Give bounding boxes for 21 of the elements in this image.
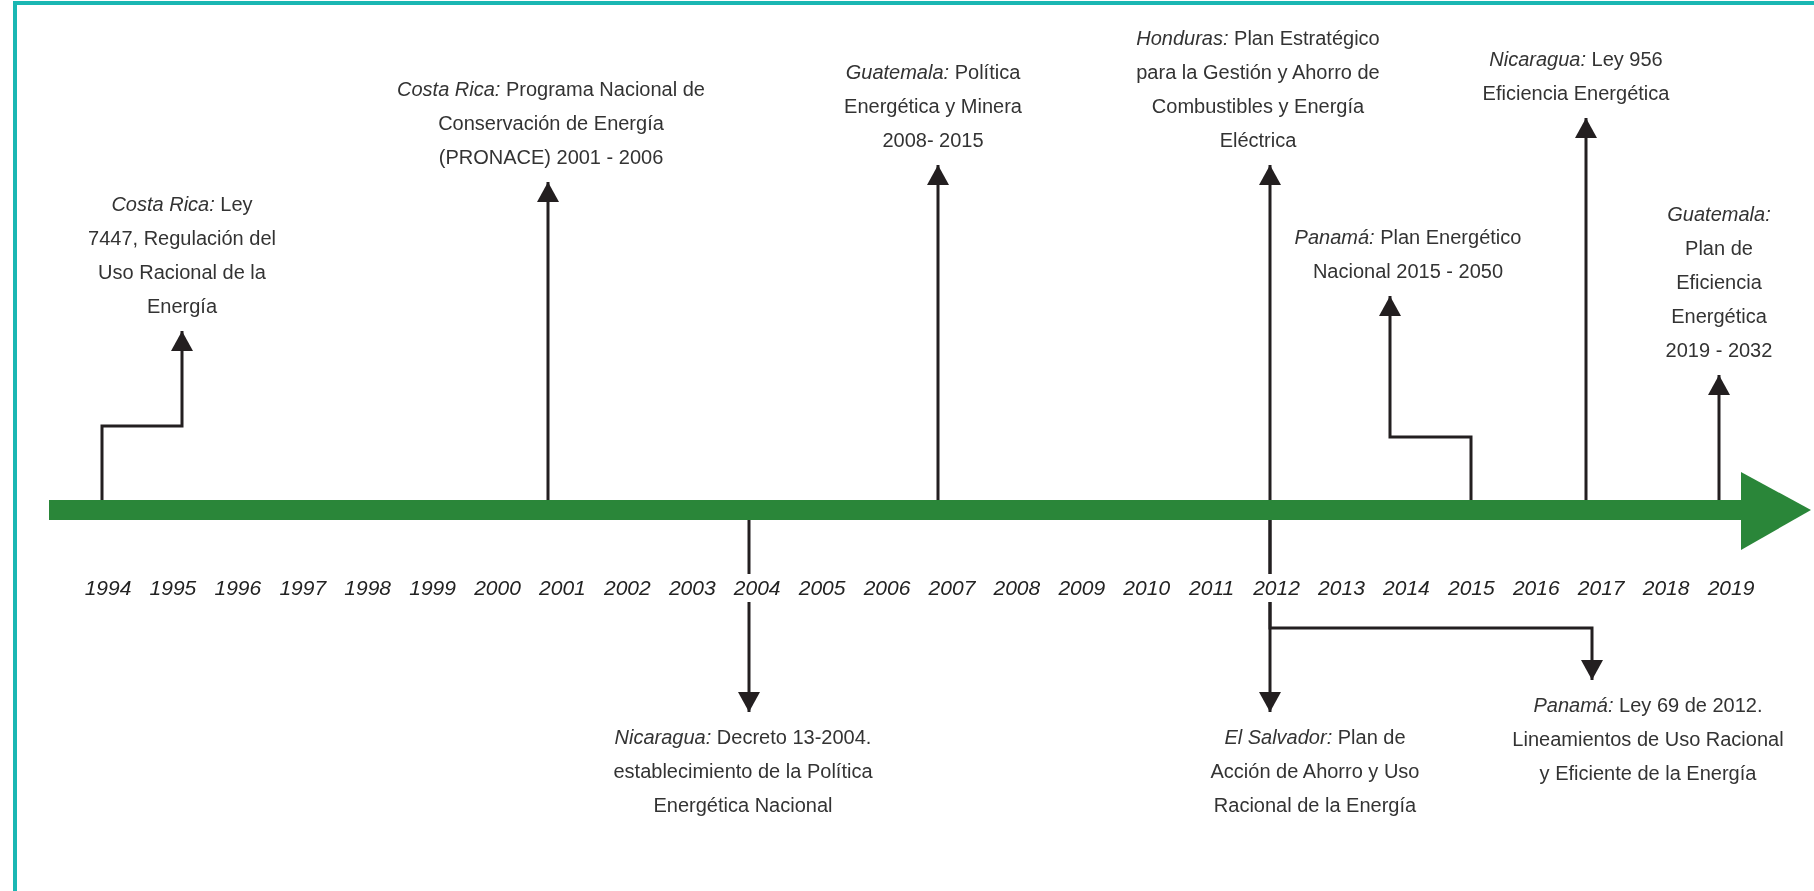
event-description: Panamá: Ley 69 de 2012. Lineamientos de Uso Racional y Eficiente de la Energía — [1511, 693, 1785, 786]
event-description: Nicaragua: Ley 956 Eficiencia Energética — [1481, 47, 1671, 106]
event-description: Guatemala: Política Energética y Minera 2008- 2015 — [843, 60, 1023, 153]
connector-arrow — [1708, 375, 1730, 500]
timeline-arrow — [49, 472, 1811, 550]
event-description: Nicaragua: Decreto 13-2004. establecimiento de la Política Energética Nacional — [613, 725, 873, 818]
connector-arrow — [1575, 118, 1597, 500]
year-label: 2004 — [731, 574, 783, 602]
connector-arrow — [1259, 165, 1281, 500]
year-label: 2012 — [1251, 574, 1302, 602]
event-description: Costa Rica: Programa Nacional de Conservación de Energía (PRONACE) 2001 - 2006 — [396, 77, 706, 170]
connector-arrow — [100, 331, 193, 500]
event-description: El Salvador: Plan de Acción de Ahorro y Uso Racional de la Energía — [1209, 725, 1421, 818]
connector-arrow — [537, 182, 559, 500]
connector-arrow — [1379, 296, 1473, 500]
connector-arrow — [927, 165, 949, 500]
event-description: Panamá: Plan Energético Nacional 2015 - 2050 — [1293, 225, 1523, 284]
event-description: Honduras: Plan Estratégico para la Gestión y Ahorro de Combustibles y Energía Eléctrica — [1135, 26, 1381, 153]
event-description: Guatemala: Plan de Eficiencia Energética 2019 - 2032 — [1664, 202, 1774, 363]
connector-arrow — [1268, 520, 1603, 680]
event-description: Costa Rica: Ley 7447, Regulación del Uso Racional de la Energía — [87, 192, 277, 319]
